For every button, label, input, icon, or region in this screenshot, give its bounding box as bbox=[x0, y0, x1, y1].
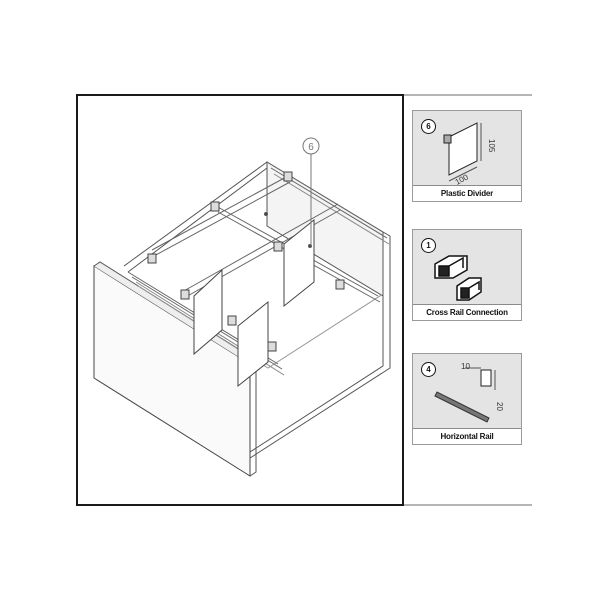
plastic-divider-panel: 105 100 6 Plastic Divider bbox=[412, 110, 522, 202]
plastic-divider-caption: Plastic Divider bbox=[413, 185, 521, 201]
drawer-illustration: 6 bbox=[93, 137, 391, 477]
cross-rail-number-badge: 1 bbox=[421, 238, 436, 253]
main-callout-number: 6 bbox=[308, 142, 314, 153]
bottom-divider-rule bbox=[404, 504, 532, 506]
cross-rail-connection-panel: 1 Cross Rail Connection bbox=[412, 229, 522, 321]
drawer-assembly-drawing: 6 bbox=[76, 94, 404, 506]
horizontal-rail-caption: Horizontal Rail bbox=[413, 428, 521, 444]
rail-height-dimension: 20 bbox=[495, 402, 504, 411]
cross-rail-caption: Cross Rail Connection bbox=[413, 304, 521, 320]
horizontal-rail-number-badge: 4 bbox=[421, 362, 436, 377]
cross-rail-connection-illustration bbox=[434, 255, 482, 301]
rail-width-dimension: 10 bbox=[461, 362, 470, 371]
horizontal-rail-illustration: 10 20 bbox=[434, 362, 504, 423]
divider-height-dimension: 105 bbox=[487, 139, 496, 153]
top-divider-rule bbox=[404, 94, 532, 96]
horizontal-rail-panel: 10 20 4 Horizontal Rail bbox=[412, 353, 522, 445]
plastic-divider-illustration: 105 100 bbox=[443, 122, 496, 187]
plastic-divider-number-badge: 6 bbox=[421, 119, 436, 134]
